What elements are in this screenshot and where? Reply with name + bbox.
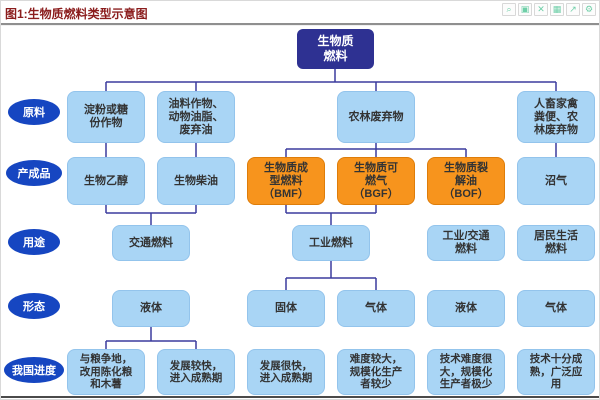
- node-industry-transport-fuel: 工业/交通 燃料: [427, 225, 505, 261]
- node-manure-waste: 人畜家禽 粪便、农 林废弃物: [517, 91, 595, 143]
- node-bgf-fuel-gas: 生物质可 燃气 （BGF）: [337, 157, 415, 205]
- save-icon[interactable]: ▣: [518, 3, 532, 16]
- export-icon[interactable]: ↗: [566, 3, 580, 16]
- zoom-icon[interactable]: ⌕: [502, 3, 516, 16]
- node-bmf-solid-fuel: 生物质成 型燃料 （BMF）: [247, 157, 325, 205]
- node-form-solid: 固体: [247, 290, 325, 327]
- node-form-gas-1: 气体: [337, 290, 415, 327]
- page-title: 图1:生物质燃料类型示意图: [5, 7, 148, 21]
- image-icon[interactable]: ▦: [550, 3, 564, 16]
- node-progress-biogas: 技术十分成 熟，广泛应 用: [517, 349, 595, 395]
- node-starch-sugar-crops: 淀粉或糖 份作物: [67, 91, 145, 143]
- row-label-raw-material: 原料: [8, 99, 60, 125]
- node-progress-bmf: 发展很快， 进入成熟期: [247, 349, 325, 395]
- settings-icon[interactable]: ⚙: [582, 3, 596, 16]
- chart-toolbar: ⌕ ▣ ✕ ▦ ↗ ⚙: [502, 3, 596, 16]
- title-divider: [1, 23, 599, 26]
- close-icon[interactable]: ✕: [534, 3, 548, 16]
- node-form-liquid-1: 液体: [112, 290, 190, 327]
- node-residential-fuel: 居民生活 燃料: [517, 225, 595, 261]
- row-label-form: 形态: [8, 293, 60, 319]
- node-biodiesel: 生物柴油: [157, 157, 235, 205]
- node-agro-forest-waste: 农林废弃物: [337, 91, 415, 143]
- node-form-gas-2: 气体: [517, 290, 595, 327]
- node-oil-crops-fats: 油料作物、 动物油脂、 废弃油: [157, 91, 235, 143]
- node-progress-bof: 技术难度很 大，规模化 生产者极少: [427, 349, 505, 395]
- node-form-liquid-2: 液体: [427, 290, 505, 327]
- row-label-product: 产成品: [6, 160, 62, 186]
- node-bof-pyrolysis-oil: 生物质裂 解油 （BOF）: [427, 157, 505, 205]
- bottom-divider: [1, 396, 599, 398]
- node-progress-biodiesel: 发展较快， 进入成熟期: [157, 349, 235, 395]
- node-biogas: 沼气: [517, 157, 595, 205]
- node-progress-ethanol: 与粮争地， 改用陈化粮 和木薯: [67, 349, 145, 395]
- row-label-china-progress: 我国进度: [4, 357, 64, 383]
- node-progress-bgf: 难度较大， 规模化生产 者较少: [337, 349, 415, 395]
- node-industrial-fuel: 工业燃料: [292, 225, 370, 261]
- row-label-use: 用途: [8, 229, 60, 255]
- node-biomass-fuel: 生物质 燃料: [297, 29, 374, 69]
- node-bioethanol: 生物乙醇: [67, 157, 145, 205]
- node-transport-fuel: 交通燃料: [112, 225, 190, 261]
